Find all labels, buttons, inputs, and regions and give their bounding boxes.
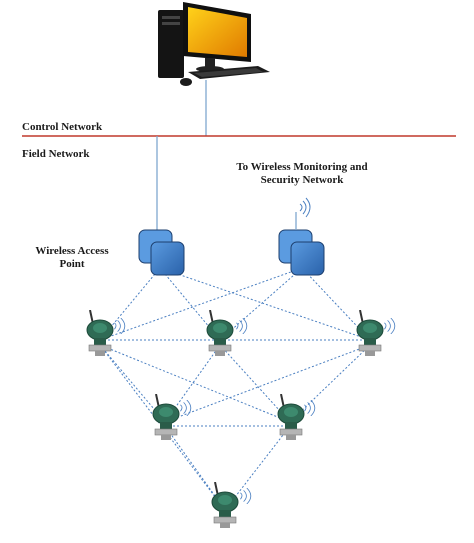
transmitter-5 [277, 394, 316, 441]
transmitter-3 [356, 310, 396, 357]
access-point-1 [138, 229, 185, 276]
access-point-2-signal-icon [299, 197, 311, 218]
wireless-mesh-links [99, 267, 371, 511]
signal-waves-icon [303, 400, 316, 416]
control-network-label: Control Network [22, 121, 103, 133]
transmitter-4 [152, 394, 192, 441]
field-network-label: Field Network [22, 148, 90, 160]
signal-waves-icon [235, 318, 248, 334]
wireless-monitoring-label-line1: To Wireless Monitoring and [236, 161, 368, 173]
transmitter-6 [211, 482, 252, 529]
access-point-label: Wireless Access Point [27, 245, 117, 271]
access-point-label-line2: Point [59, 258, 85, 270]
access-point-label-line1: Wireless Access [35, 245, 109, 257]
signal-waves-icon [383, 318, 396, 334]
transmitter-2 [206, 310, 248, 357]
access-point-2 [278, 212, 325, 276]
wireless-monitoring-label-line2: Security Network [260, 174, 344, 186]
wireless-monitoring-label: To Wireless Monitoring and Security Netw… [231, 161, 373, 187]
transmitter-1 [86, 310, 126, 357]
signal-waves-icon [239, 488, 252, 504]
signal-waves-icon [179, 400, 192, 416]
workstation-icon [158, 2, 270, 86]
